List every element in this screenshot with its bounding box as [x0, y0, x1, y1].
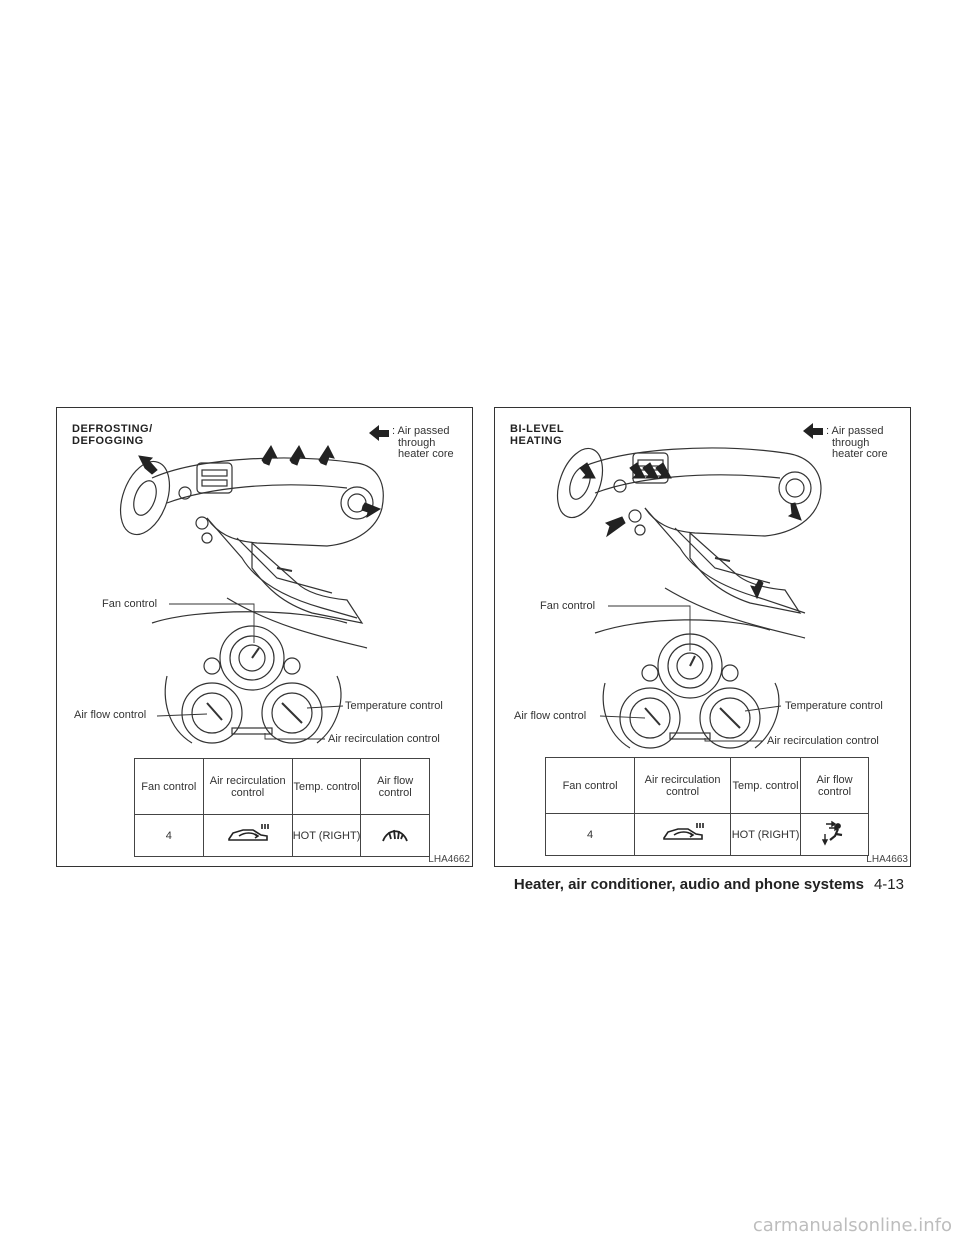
table-cell-airflow [800, 813, 869, 856]
air-flow-control-label: Air flow control [74, 709, 147, 721]
figure-code: LHA4663 [866, 854, 908, 865]
title-line: DEFOGGING [72, 435, 144, 447]
temperature-control-label: Temperature control [785, 700, 883, 712]
title-line: HEATING [510, 435, 563, 447]
legend-text: : Air passed through heater core [826, 425, 888, 461]
table-cell-recirculation [634, 813, 731, 856]
table-cell-fan: 4 [134, 814, 204, 857]
defrost-icon [382, 829, 409, 842]
table-header-airflow: Air flow control [800, 757, 869, 814]
legend-line: heater core [832, 448, 888, 460]
air-recirculation-control-label: Air recirculation control [767, 735, 879, 747]
mode-title: BI-LEVEL HEATING [510, 423, 564, 447]
legend-line: : Air passed [826, 425, 884, 437]
recirculation-off-icon [227, 824, 269, 841]
table-cell-fan: 4 [544, 813, 636, 856]
legend-text: : Air passed through heater core [392, 425, 454, 461]
table-cell-recirculation [202, 814, 293, 857]
temperature-control-label: Temperature control [345, 700, 443, 712]
settings-table: Fan control Air recirculation control Te… [134, 758, 430, 857]
table-header-airflow: Air flow control [360, 758, 430, 815]
table-header-recirculation: Air recirculation control [202, 758, 293, 815]
legend-line: : Air passed [392, 425, 450, 437]
bi-level-icon [821, 820, 842, 846]
table-header-temp: Temp. control [291, 758, 362, 815]
figure-code: LHA4662 [428, 854, 470, 865]
page-number: 4-13 [873, 876, 904, 893]
table-cell-temp: HOT (RIGHT) [291, 814, 362, 857]
mode-title: DEFROSTING/ DEFOGGING [72, 423, 153, 447]
recirculation-off-icon [662, 823, 704, 840]
legend-line: through [398, 436, 436, 449]
settings-table: Fan control Air recirculation control Te… [544, 757, 869, 856]
table-header-temp: Temp. control [729, 757, 802, 814]
title-line: BI-LEVEL [510, 423, 565, 435]
table-header-recirculation: Air recirculation control [634, 757, 731, 814]
table-cell-temp: HOT (RIGHT) [729, 813, 802, 856]
table-header-fan: Fan control [544, 757, 636, 814]
legend-line: heater core [398, 448, 454, 460]
page-footer: Heater, air conditioner, audio and phone… [500, 876, 904, 893]
dashboard-illustration [556, 447, 822, 749]
section-title: Heater, air conditioner, audio and phone… [513, 876, 864, 893]
table-header-fan: Fan control [134, 758, 204, 815]
fan-control-label: Fan control [540, 600, 596, 612]
watermark: carmanualsonline.info [752, 1215, 952, 1236]
figure-panel-bi-level: BI-LEVEL HEATING : Air passed through he… [494, 407, 911, 867]
title-line: DEFROSTING/ [72, 423, 153, 435]
dashboard-illustration [119, 444, 384, 744]
air-recirculation-control-label: Air recirculation control [328, 733, 440, 745]
table-cell-airflow [360, 814, 430, 857]
legend-line: through [832, 436, 870, 449]
heated-air-arrow-icon [803, 423, 823, 439]
heated-air-arrow-icon [369, 425, 389, 441]
figure-panel-defrosting: DEFROSTING/ DEFOGGING : Air passed throu… [56, 407, 473, 867]
fan-control-label: Fan control [102, 598, 158, 610]
air-flow-control-label: Air flow control [514, 710, 587, 722]
